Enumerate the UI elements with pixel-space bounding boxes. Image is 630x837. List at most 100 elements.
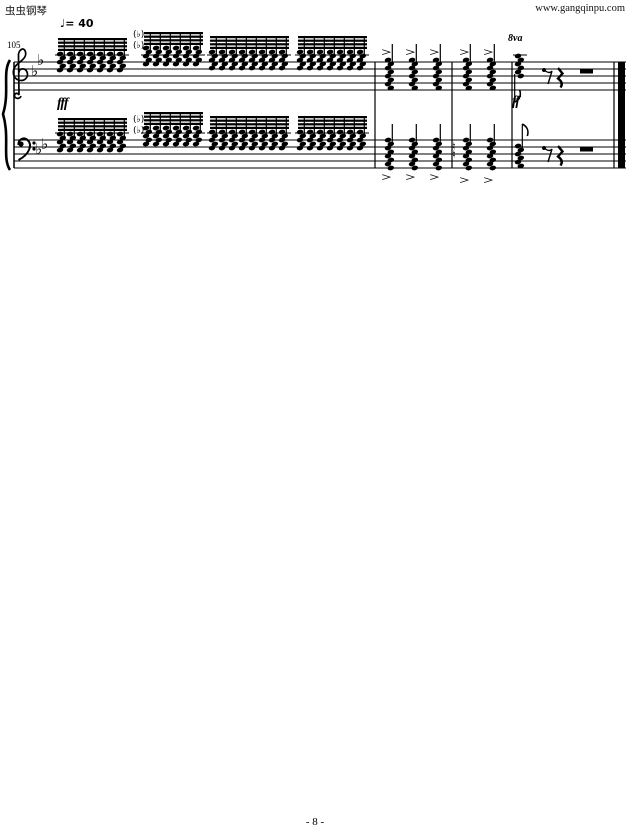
note-head [486,153,494,159]
note-head [299,53,307,59]
note-head [359,141,367,147]
beam-group [295,36,369,71]
note-head [261,61,269,67]
beam [58,118,127,121]
note-head [435,165,443,171]
note-head [69,143,77,149]
note-head [76,139,84,145]
note-head [56,51,64,57]
note-head [387,77,395,83]
note-head [56,147,64,153]
note-head [486,65,494,71]
beam [210,39,289,42]
note-head [258,137,266,143]
note-head [489,165,497,171]
note-head [326,49,334,55]
beam [298,126,367,129]
note-head [56,131,64,137]
note-head [281,133,289,139]
note-head [155,137,163,143]
note-head [306,137,314,143]
note-head [465,157,473,163]
note-head [271,133,279,139]
note-head [66,59,74,65]
note-head [175,57,183,63]
note-head [336,49,344,55]
note-head [316,137,324,143]
note-head [387,69,395,75]
note-head [152,61,160,67]
note-head [172,61,180,67]
note-head [261,133,269,139]
eighth-flag [521,123,529,137]
note-head [142,45,150,51]
beam [144,122,203,125]
note-head [326,129,334,135]
note-head [175,49,183,55]
note-head [306,129,314,135]
note-head [319,133,327,139]
note-head [384,81,392,87]
score-svg [1,32,626,171]
note-head [336,137,344,143]
note-head [432,161,440,167]
note-head [119,63,127,69]
note-head [248,49,256,55]
note-head [261,53,269,59]
note-head [408,153,416,159]
note-head [408,81,416,87]
note-head [238,49,246,55]
chord [384,44,395,91]
note-head [248,57,256,63]
note-head [238,145,246,151]
note-head [346,137,354,143]
note-head [268,57,276,63]
note-head [336,65,344,71]
note-head [165,57,173,63]
whole-rest [580,147,593,152]
note-head [218,57,226,63]
site-url-link[interactable]: www.gangqinpu.com [535,3,625,14]
beam [298,116,367,119]
note-head [349,53,357,59]
note-head [356,49,364,55]
note-head [221,141,229,147]
note-head [517,65,525,71]
note-head [116,131,124,137]
note-head [465,61,473,67]
note-head [241,61,249,67]
note-head [435,85,443,91]
note-head [316,49,324,55]
note-head [142,133,150,139]
beam [58,38,127,41]
note-head [66,131,74,137]
note-head [432,145,440,151]
note-head [228,145,236,151]
note-head [489,141,497,147]
note-head [486,73,494,79]
note-head [248,137,256,143]
beam [144,39,203,42]
note-head [356,137,364,143]
note-head [435,69,443,75]
note-head [231,61,239,67]
note-head [309,61,317,67]
note-head [268,129,276,135]
note-head [109,55,117,61]
note-head [387,165,395,171]
note-head [162,133,170,139]
chord [486,124,497,171]
note-head [387,157,395,163]
beam [58,121,127,124]
note-head [155,57,163,63]
note-head [231,141,239,147]
note-head [228,137,236,143]
note-head [271,53,279,59]
note-head [76,131,84,137]
note-head [435,149,443,155]
note-head [208,137,216,143]
note-head [79,63,87,69]
note-head [192,53,200,59]
